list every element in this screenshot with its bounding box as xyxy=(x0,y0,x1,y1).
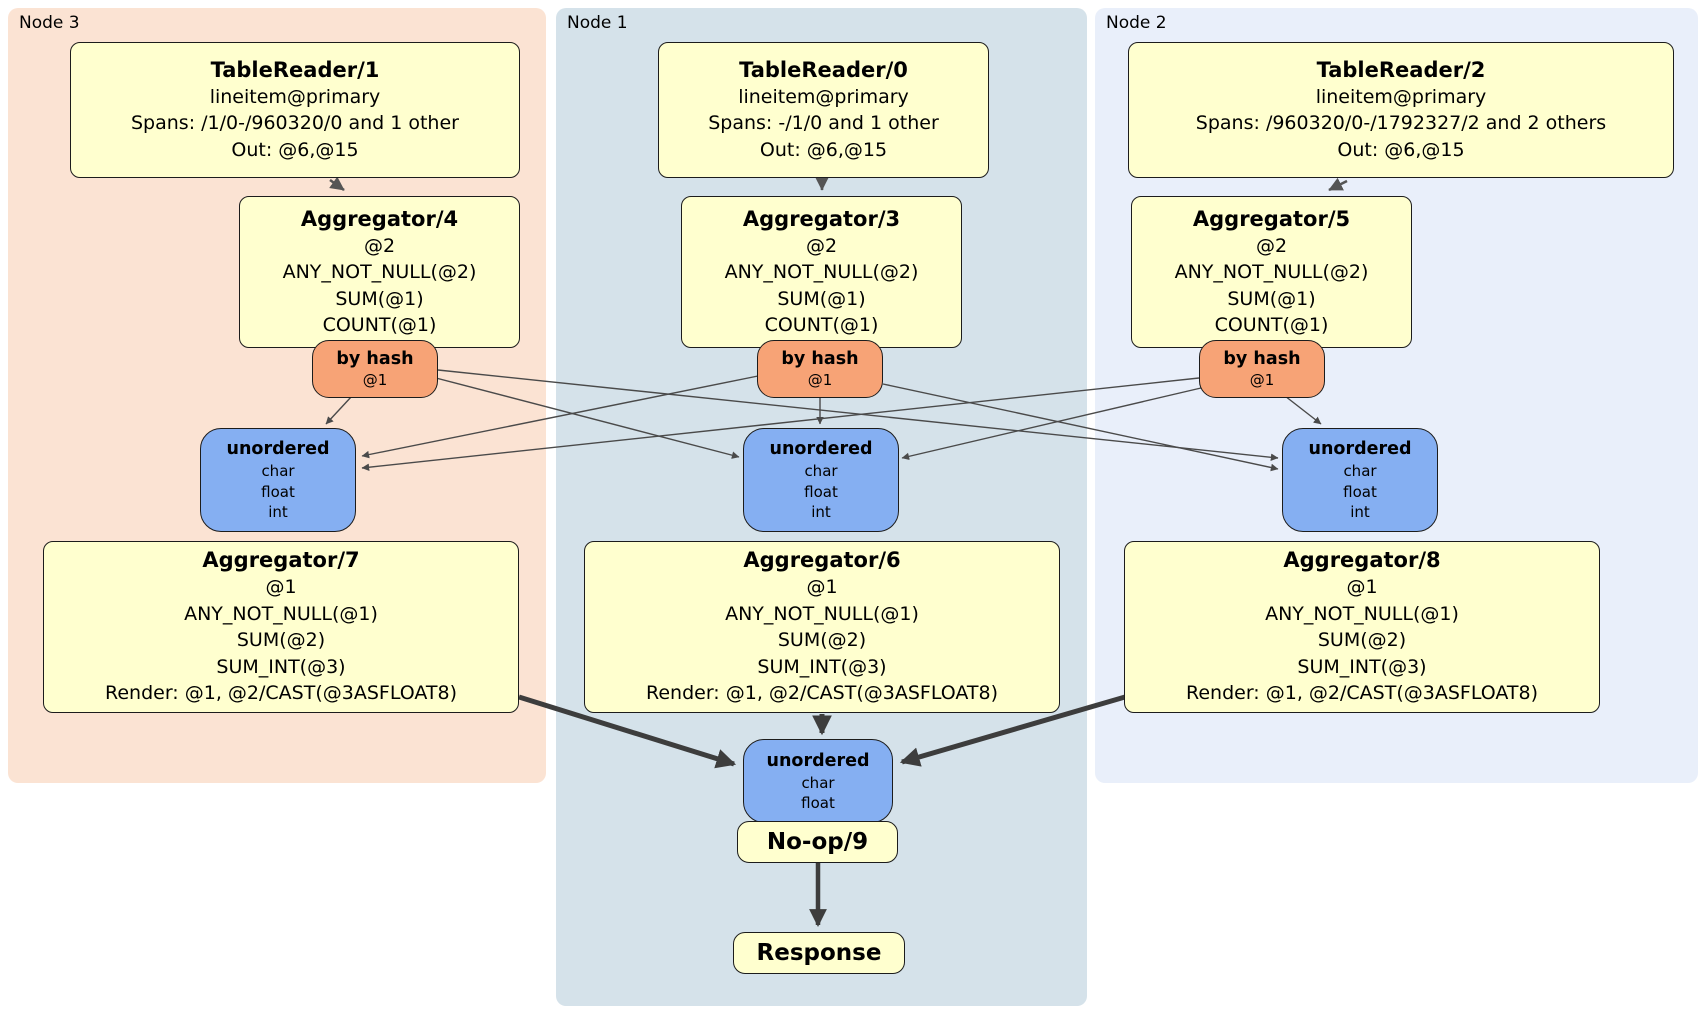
aggregator-render: Render: @1, @2/CAST(@3ASFLOAT8) xyxy=(1186,682,1538,705)
hash-router-title: by hash xyxy=(336,349,414,369)
aggregator-title: Aggregator/3 xyxy=(742,206,901,231)
aggregator-render: Render: @1, @2/CAST(@3ASFLOAT8) xyxy=(646,682,998,705)
aggregator-fn: SUM(@1) xyxy=(1227,287,1316,310)
noop-title: No-op/9 xyxy=(766,829,869,855)
aggregator-fn: ANY_NOT_NULL(@2) xyxy=(1174,261,1369,283)
aggregator-title: Aggregator/5 xyxy=(1192,206,1351,231)
unordered-sync-title: unordered xyxy=(226,439,330,460)
table-reader-box-node1: TableReader/0 lineitem@primary Spans: -/… xyxy=(658,42,989,178)
aggregator-fn: ANY_NOT_NULL(@1) xyxy=(1265,602,1459,625)
table-reader-index: lineitem@primary xyxy=(209,85,381,108)
sync-col-type: float xyxy=(1343,482,1377,501)
response-title: Response xyxy=(756,940,882,966)
table-reader-out: Out: @6,@15 xyxy=(231,138,359,161)
unordered-sync-node2: unordered char float int xyxy=(1282,428,1438,532)
hash-router-key: @1 xyxy=(807,371,833,389)
sync-col-type: char xyxy=(801,773,835,792)
aggregator-group-cols: @2 xyxy=(363,234,396,257)
table-reader-spans: Spans: /1/0-/960320/0 and 1 other xyxy=(131,112,459,135)
aggregator-fn: COUNT(@1) xyxy=(764,314,879,336)
table-reader-box-node2: TableReader/2 lineitem@primary Spans: /9… xyxy=(1128,42,1674,178)
hash-router-node2: by hash @1 xyxy=(1199,340,1325,398)
aggregator-title: Aggregator/4 xyxy=(300,206,459,231)
table-reader-index: lineitem@primary xyxy=(1315,85,1487,108)
unordered-sync-title: unordered xyxy=(769,439,873,460)
noop-box: No-op/9 xyxy=(737,821,898,863)
aggregator-fn: COUNT(@1) xyxy=(1214,314,1329,336)
aggregator-fn: ANY_NOT_NULL(@2) xyxy=(282,261,477,283)
table-reader-out: Out: @6,@15 xyxy=(759,138,888,161)
table-reader-title: TableReader/1 xyxy=(210,57,380,82)
aggregator-fn: SUM(@2) xyxy=(236,629,326,652)
aggregator-fn: ANY_NOT_NULL(@1) xyxy=(725,602,919,625)
aggregator-render: Render: @1, @2/CAST(@3ASFLOAT8) xyxy=(105,682,457,705)
aggregator-fn: SUM(@2) xyxy=(1317,629,1407,652)
node1-label: Node 1 xyxy=(567,13,628,33)
sync-col-type: char xyxy=(804,462,838,481)
aggregator-fn: ANY_NOT_NULL(@1) xyxy=(184,602,378,625)
aggregator-top-box-node2: Aggregator/5 @2 ANY_NOT_NULL(@2) SUM(@1)… xyxy=(1131,196,1412,348)
aggregator-fn: SUM(@2) xyxy=(777,629,867,652)
node2-label: Node 2 xyxy=(1106,13,1167,33)
table-reader-title: TableReader/2 xyxy=(1316,57,1486,82)
aggregator-group-cols: @2 xyxy=(1255,234,1288,257)
unordered-sync-title: unordered xyxy=(1308,439,1412,460)
node3-label: Node 3 xyxy=(19,13,80,33)
unordered-sync-node3: unordered char float int xyxy=(200,428,356,532)
hash-router-node3: by hash @1 xyxy=(312,340,438,398)
aggregator-group-cols: @1 xyxy=(265,576,297,599)
hash-router-key: @1 xyxy=(362,371,388,389)
table-reader-out: Out: @6,@15 xyxy=(1337,138,1465,161)
aggregator-title: Aggregator/6 xyxy=(743,548,901,573)
aggregator-top-box-node3: Aggregator/4 @2 ANY_NOT_NULL(@2) SUM(@1)… xyxy=(239,196,520,348)
hash-router-title: by hash xyxy=(1223,349,1301,369)
aggregator-fn: SUM_INT(@3) xyxy=(1297,655,1427,678)
hash-router-key: @1 xyxy=(1249,371,1275,389)
table-reader-spans: Spans: -/1/0 and 1 other xyxy=(708,112,939,135)
sync-col-type: int xyxy=(268,503,288,522)
aggregator-fn: SUM_INT(@3) xyxy=(757,655,887,678)
sync-col-type: char xyxy=(1343,462,1377,481)
sync-col-type: int xyxy=(1350,503,1370,522)
aggregator-fn: ANY_NOT_NULL(@2) xyxy=(724,261,919,283)
table-reader-title: TableReader/0 xyxy=(739,57,908,82)
hash-router-node1: by hash @1 xyxy=(757,340,883,398)
table-reader-box-node3: TableReader/1 lineitem@primary Spans: /1… xyxy=(70,42,520,178)
sync-col-type: float xyxy=(261,482,295,501)
table-reader-index: lineitem@primary xyxy=(738,85,909,108)
unordered-sync-node1: unordered char float int xyxy=(743,428,899,532)
unordered-sync-final: unordered char float xyxy=(743,739,893,823)
hash-router-title: by hash xyxy=(781,349,859,369)
sync-col-type: char xyxy=(261,462,295,481)
aggregator-top-box-node1: Aggregator/3 @2 ANY_NOT_NULL(@2) SUM(@1)… xyxy=(681,196,962,348)
sync-col-type: float xyxy=(801,794,835,812)
response-box: Response xyxy=(733,932,905,974)
aggregator-title: Aggregator/8 xyxy=(1283,548,1441,573)
aggregator-title: Aggregator/7 xyxy=(202,548,360,573)
aggregator-group-cols: @1 xyxy=(806,576,838,599)
table-reader-spans: Spans: /960320/0-/1792327/2 and 2 others xyxy=(1195,112,1607,135)
aggregator-group-cols: @2 xyxy=(805,234,838,257)
aggregator-bottom-box-node1: Aggregator/6 @1 ANY_NOT_NULL(@1) SUM(@2)… xyxy=(584,541,1060,713)
aggregator-fn: SUM(@1) xyxy=(777,287,866,310)
unordered-sync-title: unordered xyxy=(766,750,870,771)
aggregator-bottom-box-node2: Aggregator/8 @1 ANY_NOT_NULL(@1) SUM(@2)… xyxy=(1124,541,1600,713)
sync-col-type: float xyxy=(804,482,838,501)
aggregator-group-cols: @1 xyxy=(1346,576,1378,599)
aggregator-bottom-box-node3: Aggregator/7 @1 ANY_NOT_NULL(@1) SUM(@2)… xyxy=(43,541,519,713)
aggregator-fn: COUNT(@1) xyxy=(322,314,437,336)
aggregator-fn: SUM_INT(@3) xyxy=(216,655,346,678)
sync-col-type: int xyxy=(811,503,831,522)
aggregator-fn: SUM(@1) xyxy=(335,287,424,310)
